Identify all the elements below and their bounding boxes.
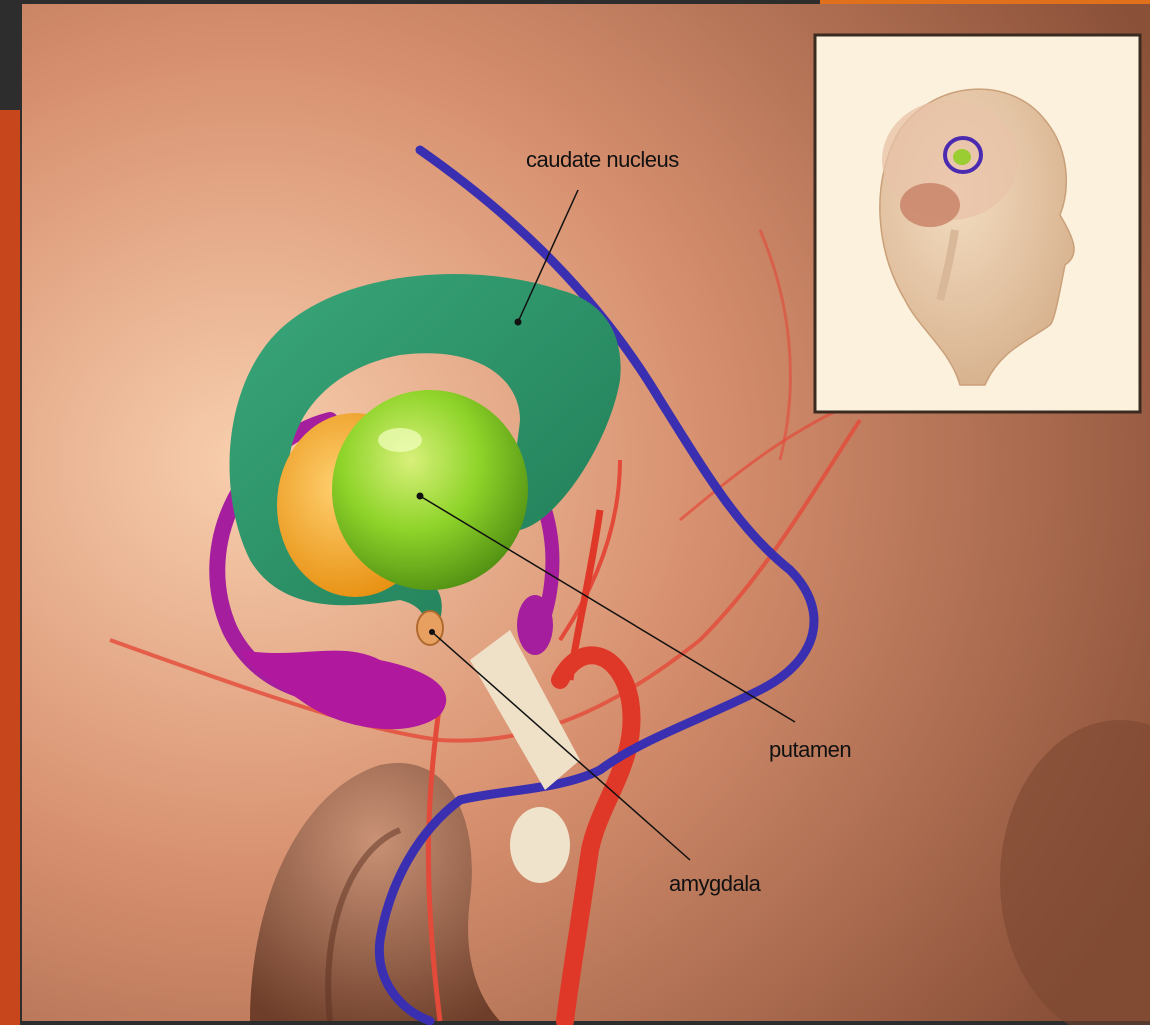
inset-cerebellum: [900, 183, 960, 227]
amygdala-label: amygdala: [669, 871, 762, 896]
putamen-shape: [332, 390, 528, 590]
inset-putamen: [953, 149, 971, 165]
putamen-highlight: [378, 428, 422, 452]
pituitary: [510, 807, 570, 883]
amygdala-pointer-dot: [429, 629, 435, 635]
putamen-label: putamen: [769, 737, 851, 762]
inset-head-thumbnail: [815, 35, 1140, 412]
caudate-nucleus-label: caudate nucleus: [526, 147, 679, 172]
putamen-pointer-dot: [417, 493, 424, 500]
caudate-pointer-dot: [515, 319, 522, 326]
mammillary-body: [517, 595, 553, 655]
slide-frame-accent: [0, 110, 20, 1025]
amygdala-shape: [417, 611, 443, 645]
